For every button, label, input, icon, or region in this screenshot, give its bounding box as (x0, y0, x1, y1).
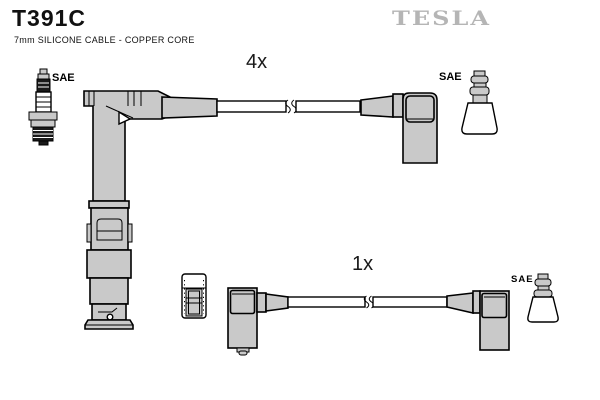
part-number: T391C (12, 5, 87, 31)
sae-terminal-icon-top (461, 70, 498, 135)
cable-line (216, 100, 287, 113)
tesla-logo: TESLA (392, 6, 491, 30)
cable-line (295, 100, 361, 113)
ignition-cable-4x (83, 90, 438, 330)
sae-terminal-icon-bottom (527, 273, 559, 323)
sae-label-bottom-terminal: SAE (511, 274, 534, 285)
cable-sleeve (265, 293, 289, 312)
ignition-cable-1x (227, 287, 510, 356)
spark-plug-icon (28, 68, 58, 146)
cable-spec-text: 7mm SILICONE CABLE - COPPER CORE (14, 35, 195, 45)
sae-label-spark-plug: SAE (52, 72, 75, 84)
cable-line (287, 296, 366, 308)
coil-boot (83, 90, 171, 202)
quantity-label-top-cable: 4x (246, 51, 268, 73)
connector-end-view-icon (181, 273, 207, 319)
cable-line (372, 296, 448, 308)
cable-sleeve (446, 292, 474, 315)
quantity-label-bottom-cable: 1x (352, 253, 374, 275)
cable-sleeve (360, 95, 394, 118)
cable-sleeve (161, 96, 218, 119)
sae-label-top-terminal: SAE (439, 71, 462, 83)
